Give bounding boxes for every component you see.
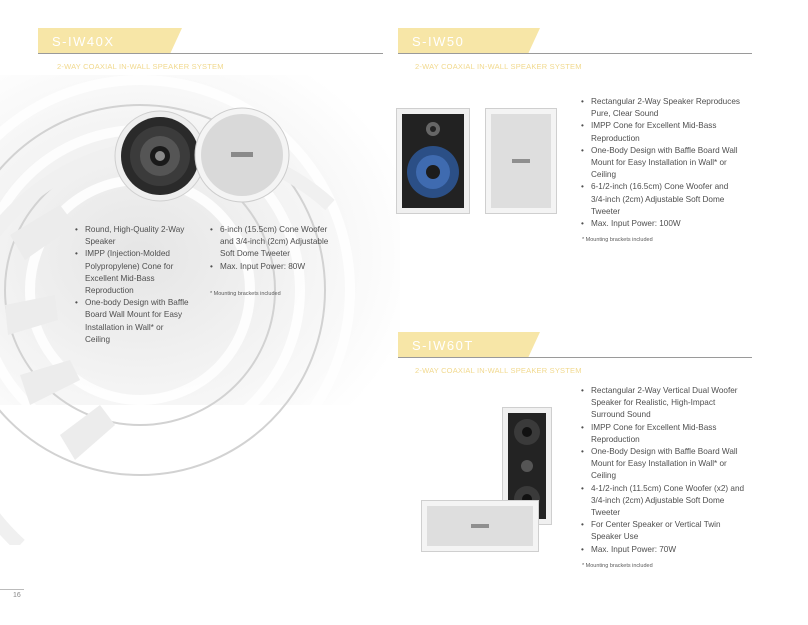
model-title: S-IW60T bbox=[412, 338, 474, 353]
feature-item: 6-inch (15.5cm) Cone Woofer and 3/4-inch… bbox=[210, 224, 335, 261]
feature-item: 4-1/2-inch (11.5cm) Cone Woofer (x2) and… bbox=[581, 483, 746, 520]
feature-item: Max. Input Power: 100W bbox=[581, 218, 741, 230]
section-divider bbox=[398, 357, 752, 358]
feature-item: IMPP Cone for Excellent Mid-Bass Reprodu… bbox=[581, 422, 746, 446]
footnote: * Mounting brackets included bbox=[210, 291, 281, 297]
model-title: S-IW50 bbox=[412, 34, 465, 49]
product-subtitle: 2-WAY COAXIAL IN-WALL SPEAKER SYSTEM bbox=[415, 366, 582, 375]
section-divider bbox=[38, 53, 383, 54]
feature-item: IMPP Cone for Excellent Mid-Bass Reprodu… bbox=[581, 120, 741, 144]
feature-item: One-Body Design with Baffle Board Wall M… bbox=[581, 145, 741, 182]
feature-item: Rectangular 2-Way Vertical Dual Woofer S… bbox=[581, 385, 746, 422]
speaker-image-vertical-front bbox=[502, 407, 552, 530]
feature-item: One-Body Design with Baffle Board Wall M… bbox=[581, 446, 746, 483]
features-list: Rectangular 2-Way Vertical Dual Woofer S… bbox=[581, 385, 746, 556]
model-tab-s-iw50: S-IW50 bbox=[398, 28, 540, 54]
feature-item: Max. Input Power: 80W bbox=[210, 261, 335, 273]
product-subtitle: 2-WAY COAXIAL IN-WALL SPEAKER SYSTEM bbox=[57, 62, 224, 71]
feature-item: Round, High-Quality 2-Way Speaker bbox=[75, 224, 190, 248]
feature-item: IMPP (Injection-Molded Polypropylene) Co… bbox=[75, 248, 190, 297]
features-list-col1: Round, High-Quality 2-Way Speaker IMPP (… bbox=[75, 224, 190, 346]
feature-item: Rectangular 2-Way Speaker Reproduces Pur… bbox=[581, 96, 741, 120]
features-list: Rectangular 2-Way Speaker Reproduces Pur… bbox=[581, 96, 741, 230]
speaker-image-round-grille bbox=[194, 107, 290, 208]
page-number-rule bbox=[0, 589, 24, 590]
footnote: * Mounting brackets included bbox=[582, 237, 653, 243]
speaker-image-rect-grille bbox=[485, 108, 557, 219]
section-divider bbox=[398, 53, 752, 54]
model-tab-s-iw60t: S-IW60T bbox=[398, 332, 540, 358]
model-tab-s-iw40x: S-IW40X bbox=[38, 28, 182, 54]
feature-item: Max. Input Power: 70W bbox=[581, 544, 746, 556]
feature-item: One-body Design with Baffle Board Wall M… bbox=[75, 297, 190, 346]
speaker-image-horizontal-grille bbox=[421, 500, 539, 557]
features-list-col2: 6-inch (15.5cm) Cone Woofer and 3/4-inch… bbox=[210, 224, 335, 273]
model-title: S-IW40X bbox=[52, 34, 115, 49]
speaker-image-rect-front bbox=[396, 108, 470, 219]
footnote: * Mounting brackets included bbox=[582, 563, 653, 569]
product-subtitle: 2-WAY COAXIAL IN-WALL SPEAKER SYSTEM bbox=[415, 62, 582, 71]
feature-item: For Center Speaker or Vertical Twin Spea… bbox=[581, 519, 746, 543]
feature-item: 6-1/2-inch (16.5cm) Cone Woofer and 3/4-… bbox=[581, 181, 741, 218]
speaker-image-round-front bbox=[114, 110, 206, 207]
page-number: 16 bbox=[13, 592, 21, 599]
